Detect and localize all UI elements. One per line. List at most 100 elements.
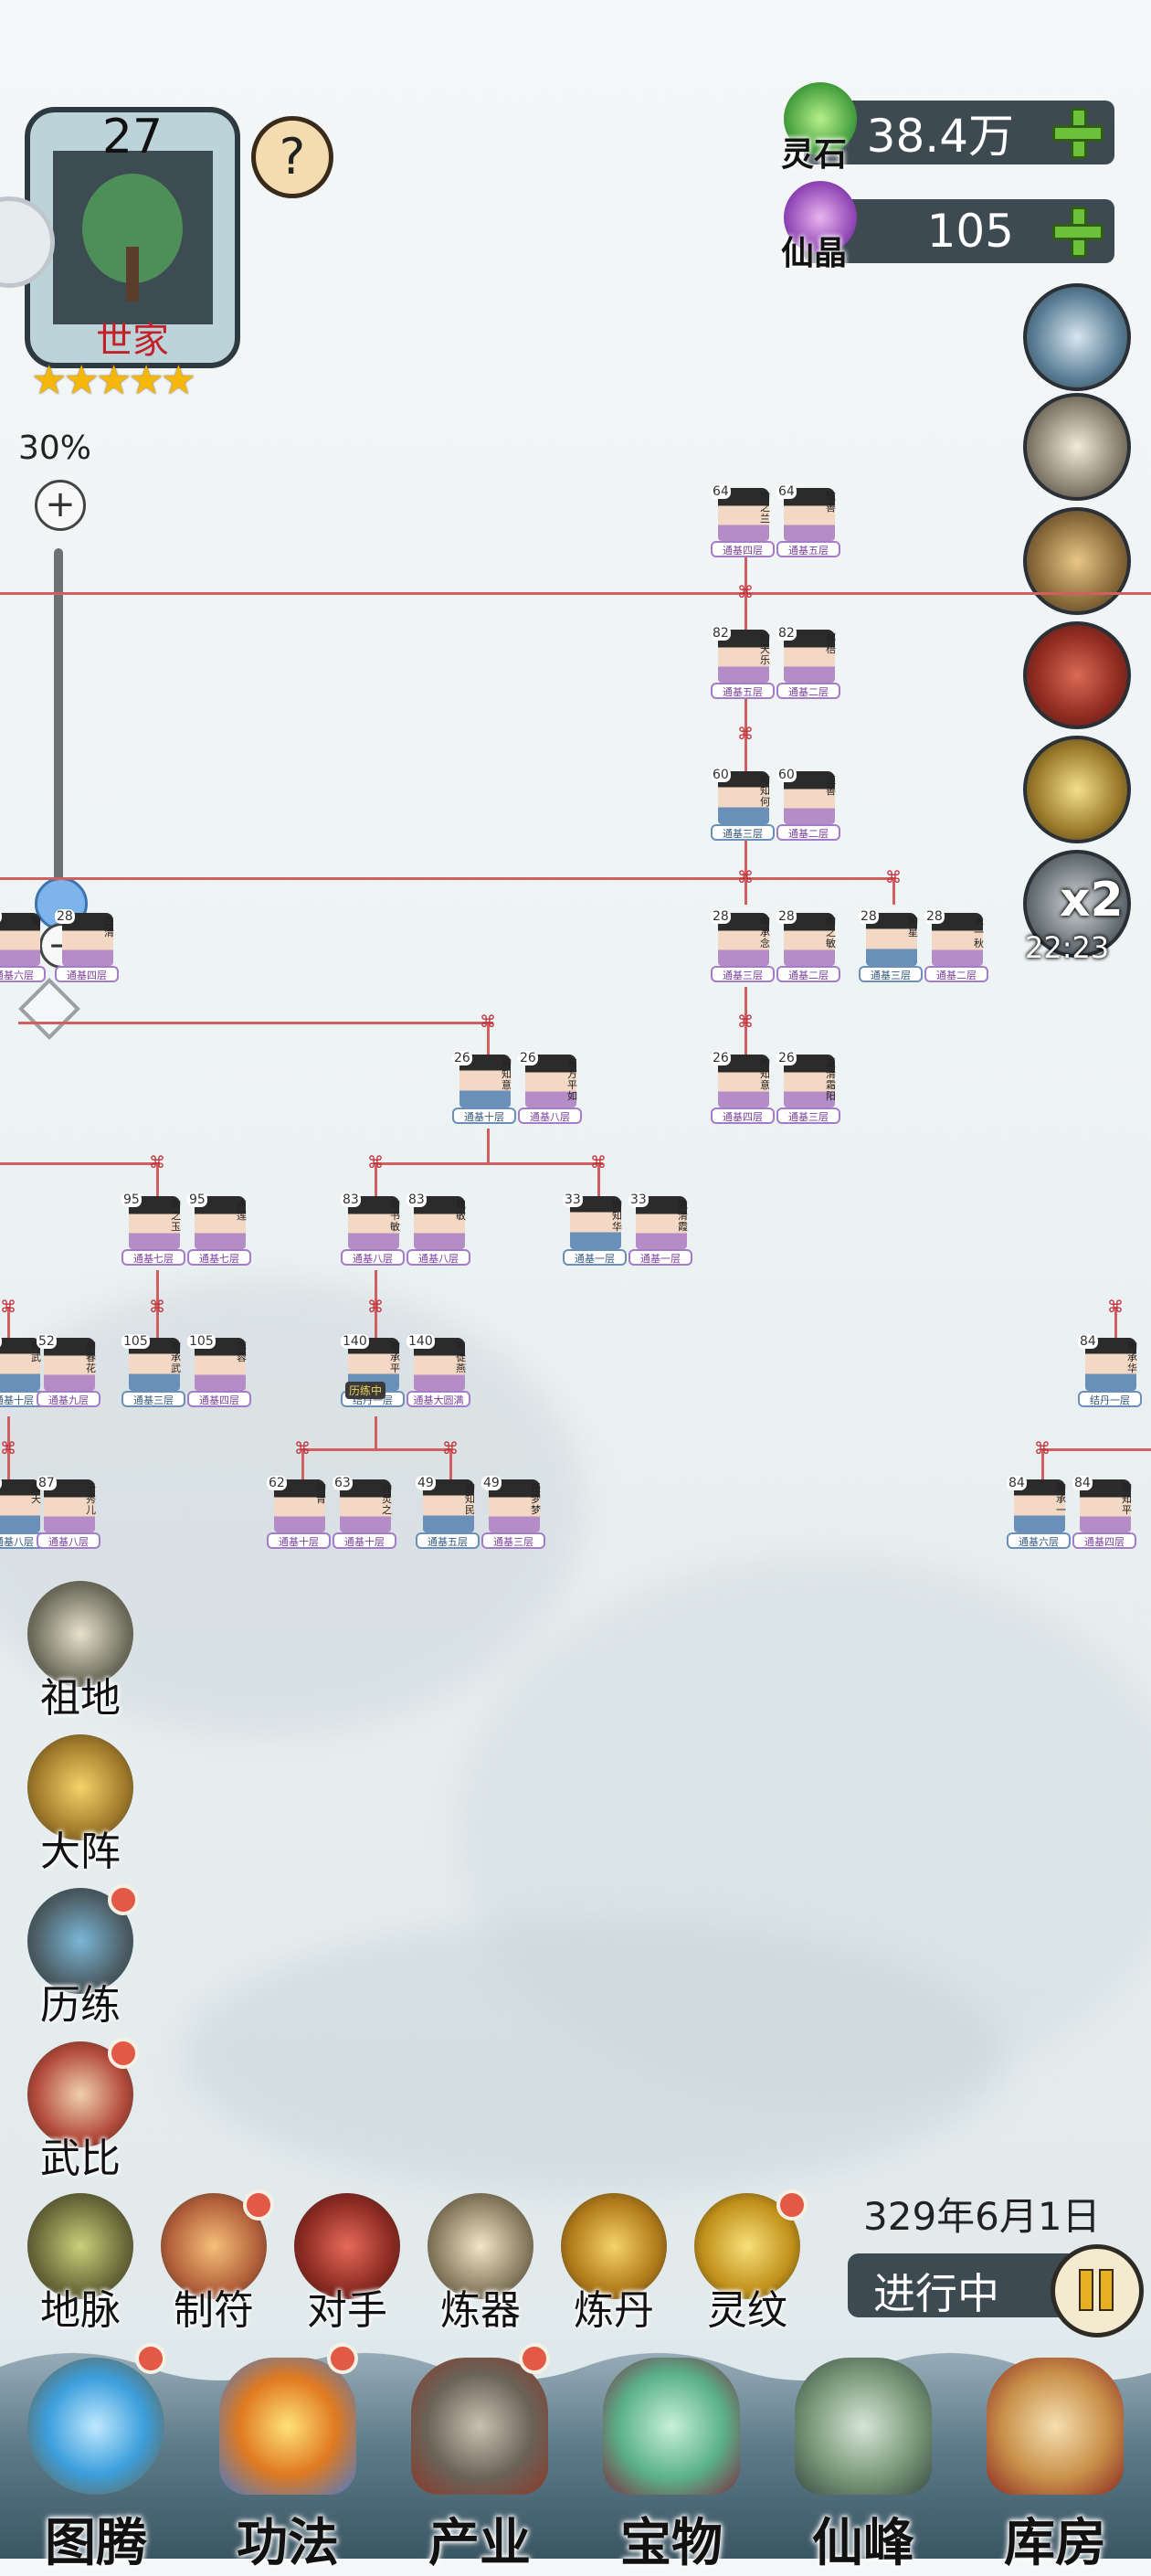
spirit-rune-button[interactable]: 灵纹 <box>683 2189 811 2334</box>
member-card[interactable]: 28陶通基六层 <box>0 907 46 984</box>
forge-label: 炼器 <box>440 2287 521 2334</box>
zoom-in-button[interactable]: + <box>35 480 86 531</box>
member-card[interactable]: 52陶武通基十层 <box>0 1332 46 1409</box>
member-name: 于秀儿 <box>86 1482 96 1516</box>
rival-button[interactable]: 对手 <box>283 2193 411 2334</box>
member-name: 陶之玉 <box>171 1199 181 1233</box>
immortal-crystal-label: 仙晶 <box>781 235 848 272</box>
talisman-button[interactable]: 制符 <box>150 2189 278 2334</box>
member-name: 任梦梦 <box>531 1482 541 1516</box>
speed-button[interactable] <box>1023 850 1131 958</box>
member-name: 连善 <box>826 774 836 797</box>
training-label: 历练 <box>40 1982 121 2029</box>
alchemy-button[interactable]: 炼丹 <box>550 2193 678 2334</box>
member-name: 郝梧 <box>826 632 836 655</box>
settings-gear-button[interactable] <box>1023 283 1131 391</box>
member-name: 陶知民 <box>465 1482 475 1516</box>
member-level: 26 <box>711 1051 731 1065</box>
member-level: 82 <box>711 626 731 641</box>
member-rank: 通基八层 <box>518 1108 582 1124</box>
chest-button[interactable] <box>1023 736 1131 843</box>
scroll-button[interactable] <box>1023 507 1131 615</box>
nav-peak[interactable]: 仙峰 <box>767 2348 959 2573</box>
formation-button[interactable]: 大阵 <box>16 1734 144 1875</box>
member-level: 33 <box>628 1193 649 1207</box>
member-name: 魏敏 <box>456 1199 466 1222</box>
add-spirit-stone-button[interactable] <box>1052 108 1103 159</box>
duel-button[interactable]: 武比 <box>16 2038 144 2182</box>
zoom-track[interactable] <box>54 548 63 896</box>
earth-vein-button[interactable]: 地脉 <box>16 2193 144 2334</box>
green-crystal-icon <box>784 82 857 155</box>
member-rank: 通基六层 <box>0 966 46 982</box>
status-label: 进行中 <box>873 2269 999 2318</box>
member-rank: 通基四层 <box>711 1108 775 1124</box>
help-button[interactable]: ? <box>251 116 333 198</box>
member-name: 蓉蓉 <box>237 1341 247 1363</box>
nav-industry[interactable]: 产业 <box>384 2343 576 2573</box>
speed-timer: 22:23 <box>1025 930 1110 965</box>
earth-vein-label: 地脉 <box>40 2287 121 2334</box>
letters-button[interactable] <box>1023 393 1131 501</box>
member-rank: 通基五层 <box>711 683 775 699</box>
nav-treasures[interactable]: 宝物 <box>576 2348 767 2573</box>
member-name: 陶承武 <box>171 1341 181 1374</box>
member-level: 26 <box>776 1051 797 1065</box>
member-rank: 通基四层 <box>711 541 775 557</box>
nav-totem[interactable]: 图腾 <box>0 2343 192 2573</box>
nav-peak-label: 仙峰 <box>812 2514 914 2573</box>
member-card[interactable]: 87陶天通基八层 <box>0 1474 46 1551</box>
book-button[interactable] <box>1023 621 1131 729</box>
member-rank: 通基十层 <box>0 1391 46 1407</box>
member-level: 28 <box>0 909 2 924</box>
ancestral-land-button[interactable]: 祖地 <box>16 1581 144 1722</box>
speed-multiplier: x2 <box>1060 873 1124 928</box>
forge-button[interactable]: 炼器 <box>417 2193 544 2334</box>
nav-storehouse[interactable]: 库房 <box>959 2348 1151 2573</box>
member-name: 戴清霞 <box>678 1199 688 1233</box>
add-immortal-crystal-button[interactable] <box>1052 207 1103 258</box>
member-level: 28 <box>924 909 945 924</box>
member-rank: 通基三层 <box>859 966 923 982</box>
zoom-percent: 30% <box>18 429 92 467</box>
nav-techniques[interactable]: 功法 <box>192 2343 384 2573</box>
training-button[interactable]: 历练 <box>16 1884 144 2029</box>
clan-badge[interactable]: 27 世家 ★★★★★ <box>18 101 247 401</box>
locate-icon[interactable] <box>18 978 80 1040</box>
pause-button[interactable] <box>1051 2244 1144 2337</box>
member-name: 陶知华 <box>612 1199 622 1233</box>
